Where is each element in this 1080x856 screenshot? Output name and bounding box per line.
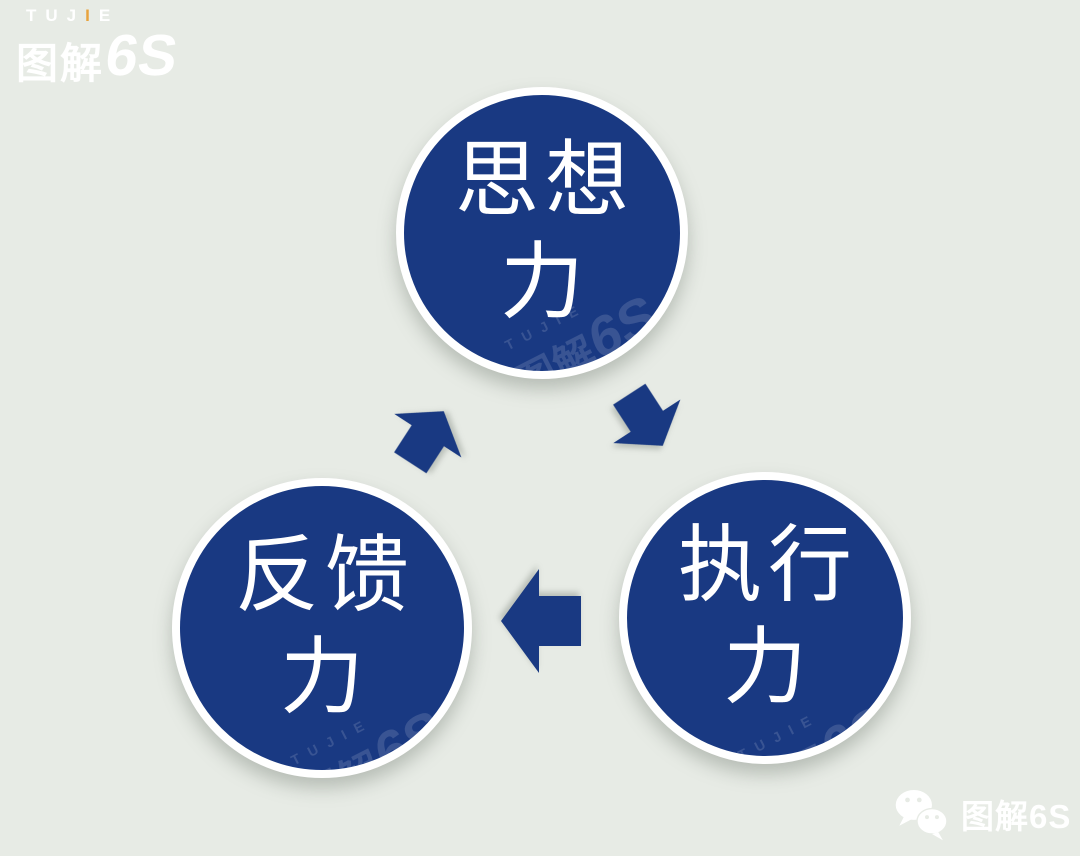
watermark-name-cn: 图解 <box>293 744 389 770</box>
brand-tagline: TUJIE <box>16 6 177 26</box>
brand-logo: TUJIE 图解 6S <box>16 6 182 88</box>
watermark-name-cn: 图解 <box>507 328 604 379</box>
node-label-line2: 力 <box>722 622 807 715</box>
wechat-account-name: 图解6S <box>961 798 1072 835</box>
node-label-line2: 力 <box>279 632 364 725</box>
node-label-line1: 执行 <box>677 520 858 613</box>
arrow-execution-to-feedback-icon <box>501 569 581 673</box>
watermark-name-cn: 图解 <box>740 739 836 756</box>
brand-name: 图解 6S <box>16 23 182 88</box>
brand-name-cn: 图解 <box>16 40 105 87</box>
arrow-thinking-to-execution-icon <box>613 383 681 446</box>
brand-tagline-right: E <box>98 6 120 25</box>
brand-tagline-accent: I <box>85 6 99 25</box>
wechat-footer: 图解6S <box>893 786 1071 842</box>
node-thinking-power: 思想 力 TUJIE 图解 6S <box>396 87 688 379</box>
brand-name-suffix: 6S <box>101 23 182 88</box>
watermark-name-suffix: 6S <box>581 281 663 373</box>
node-execution-power: 执行 力 TUJIE 图解 6S <box>619 472 911 764</box>
node-label-line2: 力 <box>499 237 584 330</box>
node-label-line1: 思想 <box>454 135 635 228</box>
wechat-icon <box>895 789 948 841</box>
node-label-line1: 反馈 <box>234 530 415 623</box>
arrow-feedback-to-thinking-icon <box>394 411 462 474</box>
watermark-name-suffix: 6S <box>367 696 449 778</box>
watermark-name-suffix: 6S <box>814 691 896 764</box>
brand-tagline-left: TUJ <box>26 6 86 25</box>
node-feedback-power: 反馈 力 TUJIE 图解 6S <box>172 478 472 778</box>
